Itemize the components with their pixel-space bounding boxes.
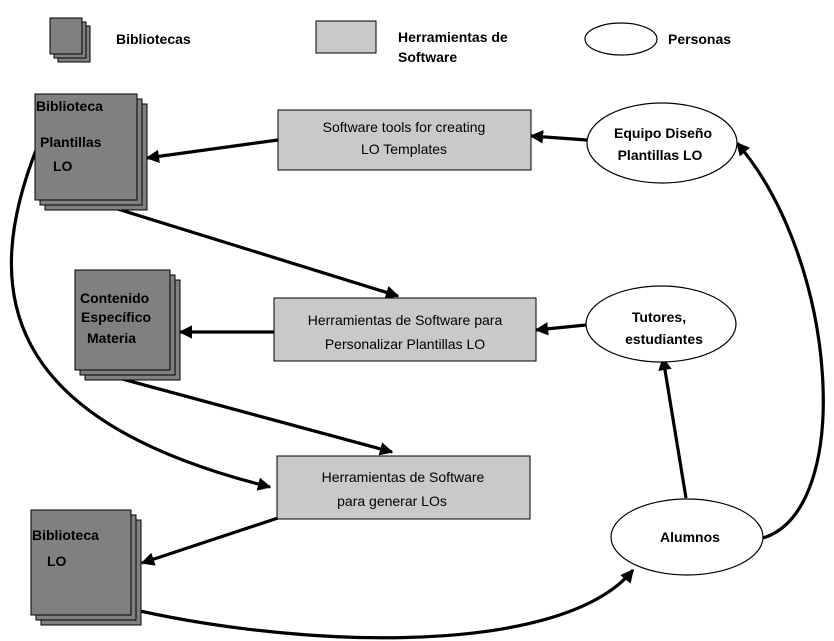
tool-node-personalize: Herramientas de Software para Personaliz… bbox=[273, 297, 537, 362]
lo-library-label-line2: LO bbox=[47, 553, 67, 569]
library-node-lo: Biblioteca LO bbox=[30, 509, 142, 626]
person-node-tutors: Tutores, estudiantes bbox=[585, 285, 737, 363]
edge-create-tool-to-template-library bbox=[145, 138, 279, 164]
generate-tool-label-line2: para generar LOs bbox=[337, 493, 447, 509]
templates-library-label-line2: Plantillas bbox=[40, 134, 102, 150]
legend-library-label: Bibliotecas bbox=[116, 31, 191, 47]
generate-tool-label-line1: Herramientas de Software bbox=[322, 469, 485, 485]
legend-tool-icon bbox=[315, 20, 377, 54]
tool-node-generate: Herramientas de Software para generar LO… bbox=[276, 455, 531, 520]
design-team-label-line1: Equipo Diseño bbox=[614, 125, 712, 141]
person-node-design-team: Equipo Diseño Plantillas LO bbox=[586, 102, 738, 184]
edge-students-to-tutors bbox=[658, 356, 688, 499]
edge-generate-tool-to-lo-library bbox=[140, 516, 279, 566]
legend-person-icon bbox=[584, 22, 658, 56]
edge-lo-library-to-students bbox=[94, 568, 635, 640]
legend-tool-label-line2: Software bbox=[398, 49, 457, 65]
tool-node-create: Software tools for creating LO Templates bbox=[277, 109, 532, 171]
personalize-tool-label-line1: Herramientas de Software para bbox=[308, 312, 503, 328]
tutors-label-line2: estudiantes bbox=[625, 331, 703, 347]
library-node-content: Contenido Específico Materia bbox=[74, 269, 181, 381]
library-node-templates: Biblioteca Plantillas LO bbox=[34, 93, 148, 211]
students-label: Alumnos bbox=[660, 529, 720, 545]
content-library-label-line1: Contenido bbox=[80, 290, 149, 306]
edge-tutors-to-personalize-tool bbox=[534, 322, 587, 336]
legend-person-label: Personas bbox=[668, 31, 731, 47]
legend-library-icon bbox=[49, 17, 91, 63]
content-library-label-line3: Materia bbox=[87, 330, 136, 346]
legend-tool-label-line1: Herramientas de bbox=[398, 29, 508, 45]
edges bbox=[9, 130, 825, 640]
create-tool-label-line1: Software tools for creating bbox=[323, 119, 486, 135]
personalize-tool-label-line2: Personalizar Plantillas LO bbox=[325, 336, 485, 352]
edge-template-library-to-generate-tool bbox=[9, 144, 272, 491]
templates-library-label-line3: LO bbox=[53, 158, 73, 174]
edge-design-to-create-tool bbox=[529, 130, 588, 144]
lo-library-label-line1: Biblioteca bbox=[32, 527, 99, 543]
person-node-students: Alumnos bbox=[610, 498, 764, 576]
legend: Bibliotecas Herramientas de Software Per… bbox=[49, 17, 731, 65]
content-library-label-line2: Específico bbox=[81, 309, 151, 325]
edge-students-to-design-team bbox=[735, 141, 825, 540]
create-tool-label-line2: LO Templates bbox=[361, 141, 447, 157]
templates-library-label-line1: Biblioteca bbox=[36, 98, 103, 114]
edge-template-library-to-personalize-tool bbox=[107, 204, 400, 299]
edge-content-library-to-generate-tool bbox=[99, 371, 394, 456]
design-team-label-line2: Plantillas LO bbox=[618, 147, 703, 163]
tutors-label-line1: Tutores, bbox=[632, 309, 686, 325]
